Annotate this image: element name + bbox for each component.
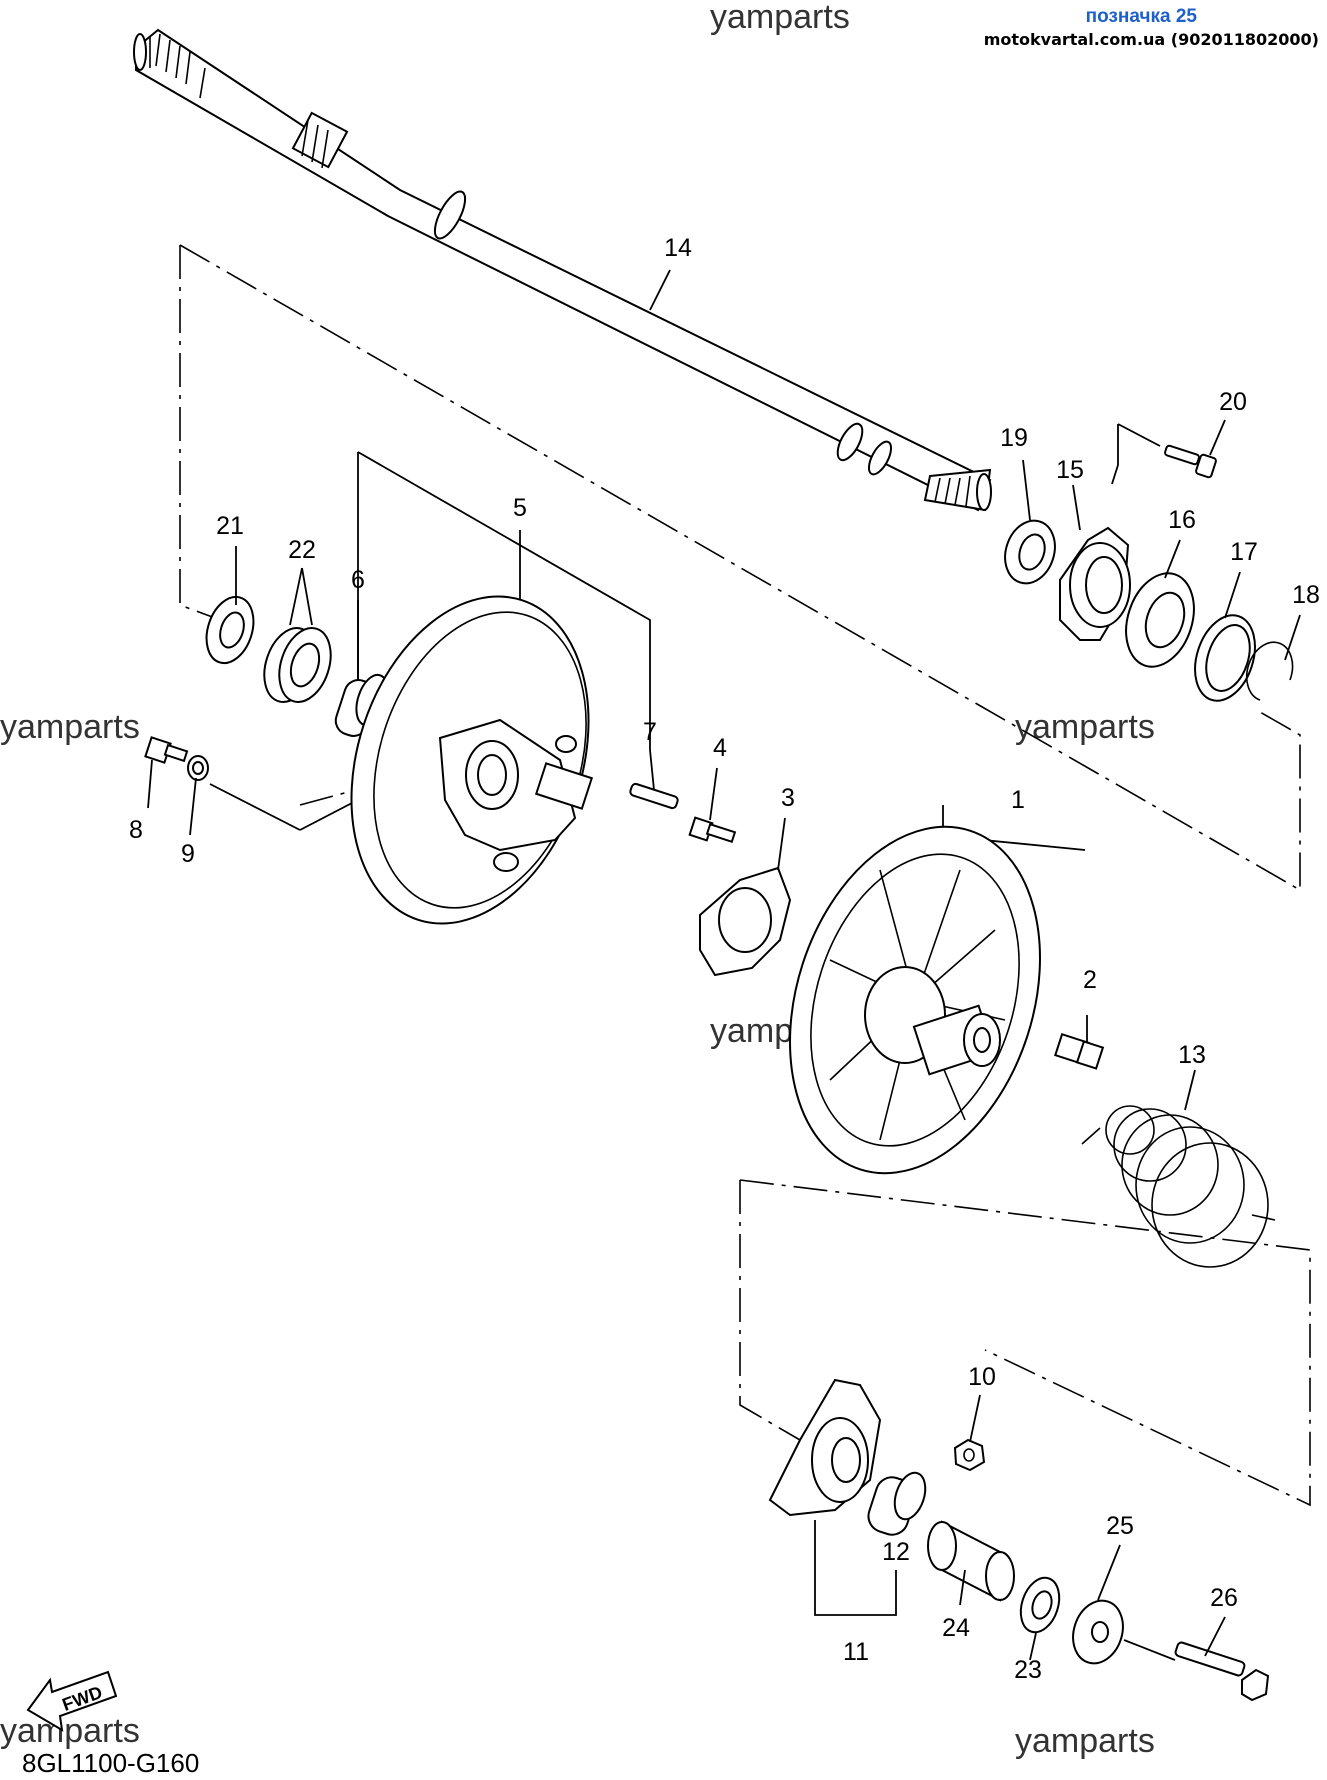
sheave-part-5 xyxy=(350,595,594,925)
callout-5: 5 xyxy=(513,494,527,522)
watermark: yamparts xyxy=(710,0,850,36)
callout-24: 24 xyxy=(942,1614,970,1642)
collar-part-24 xyxy=(927,1520,1015,1602)
nut-part-10 xyxy=(953,1438,986,1472)
callout-16: 16 xyxy=(1168,506,1196,534)
shaft-part-14 xyxy=(133,28,992,512)
callout-13: 13 xyxy=(1178,1041,1206,1069)
washer-part-25 xyxy=(1072,1599,1124,1665)
callout-1: 1 xyxy=(1011,786,1025,814)
sheave-part-1 xyxy=(789,825,1041,1175)
callout-10: 10 xyxy=(968,1363,996,1391)
callout-6: 6 xyxy=(351,566,365,594)
washer-part-19 xyxy=(1004,519,1056,585)
watermark: yamparts xyxy=(1015,708,1155,746)
callout-22: 22 xyxy=(288,536,316,564)
callout-19: 19 xyxy=(1000,424,1028,452)
callout-7: 7 xyxy=(643,718,657,746)
callout-9: 9 xyxy=(181,840,195,868)
callout-12: 12 xyxy=(882,1538,910,1566)
bushing-part-12 xyxy=(867,1471,927,1536)
bolt-part-4 xyxy=(688,816,737,844)
bolt-part-8 xyxy=(144,736,189,764)
watermark: yamparts xyxy=(0,1712,140,1750)
header-title: позначка 25 xyxy=(1085,6,1197,27)
spring-part-13 xyxy=(1081,1105,1276,1268)
callout-21: 21 xyxy=(216,512,244,540)
bolt-part-20 xyxy=(1164,444,1217,479)
header-subtitle: motokvartal.com.ua (902011802000) xyxy=(983,30,1319,49)
assembly-line xyxy=(179,245,216,619)
flange-part-11 xyxy=(768,1378,882,1517)
callout-25: 25 xyxy=(1106,1512,1134,1540)
callout-14: 14 xyxy=(664,234,692,262)
callout-15: 15 xyxy=(1056,456,1084,484)
diagram-code: 8GL1100-G160 xyxy=(22,1748,199,1778)
callout-18: 18 xyxy=(1292,581,1320,609)
ring-part-17 xyxy=(1194,614,1256,702)
bearing-part-16 xyxy=(1125,572,1195,668)
stud-part-7 xyxy=(629,782,679,810)
callout-3: 3 xyxy=(781,784,795,812)
circlip-part-18 xyxy=(1245,641,1294,701)
washer-part-9 xyxy=(187,755,209,781)
slider-part-2 xyxy=(1054,1032,1105,1070)
flange-part-15 xyxy=(1059,526,1131,641)
assembly-line xyxy=(739,1179,1311,1507)
watermark: yamparts xyxy=(0,708,140,746)
callout-2: 2 xyxy=(1083,966,1097,994)
assembly-line xyxy=(179,244,1301,892)
assembly-line xyxy=(739,1180,801,1441)
callout-26: 26 xyxy=(1210,1584,1238,1612)
callout-23: 23 xyxy=(1014,1656,1042,1684)
callout-17: 17 xyxy=(1230,538,1258,566)
callout-4: 4 xyxy=(713,734,727,762)
callout-11: 11 xyxy=(843,1638,869,1666)
washer-part-21 xyxy=(205,595,255,665)
callout-20: 20 xyxy=(1219,388,1247,416)
callout-8: 8 xyxy=(129,816,143,844)
watermark: yamparts xyxy=(1015,1722,1155,1760)
bolt-part-26 xyxy=(1123,1639,1270,1702)
gasket-part-3 xyxy=(699,866,792,977)
washer-part-23 xyxy=(1019,1576,1061,1634)
seal-part-22 xyxy=(263,627,332,703)
